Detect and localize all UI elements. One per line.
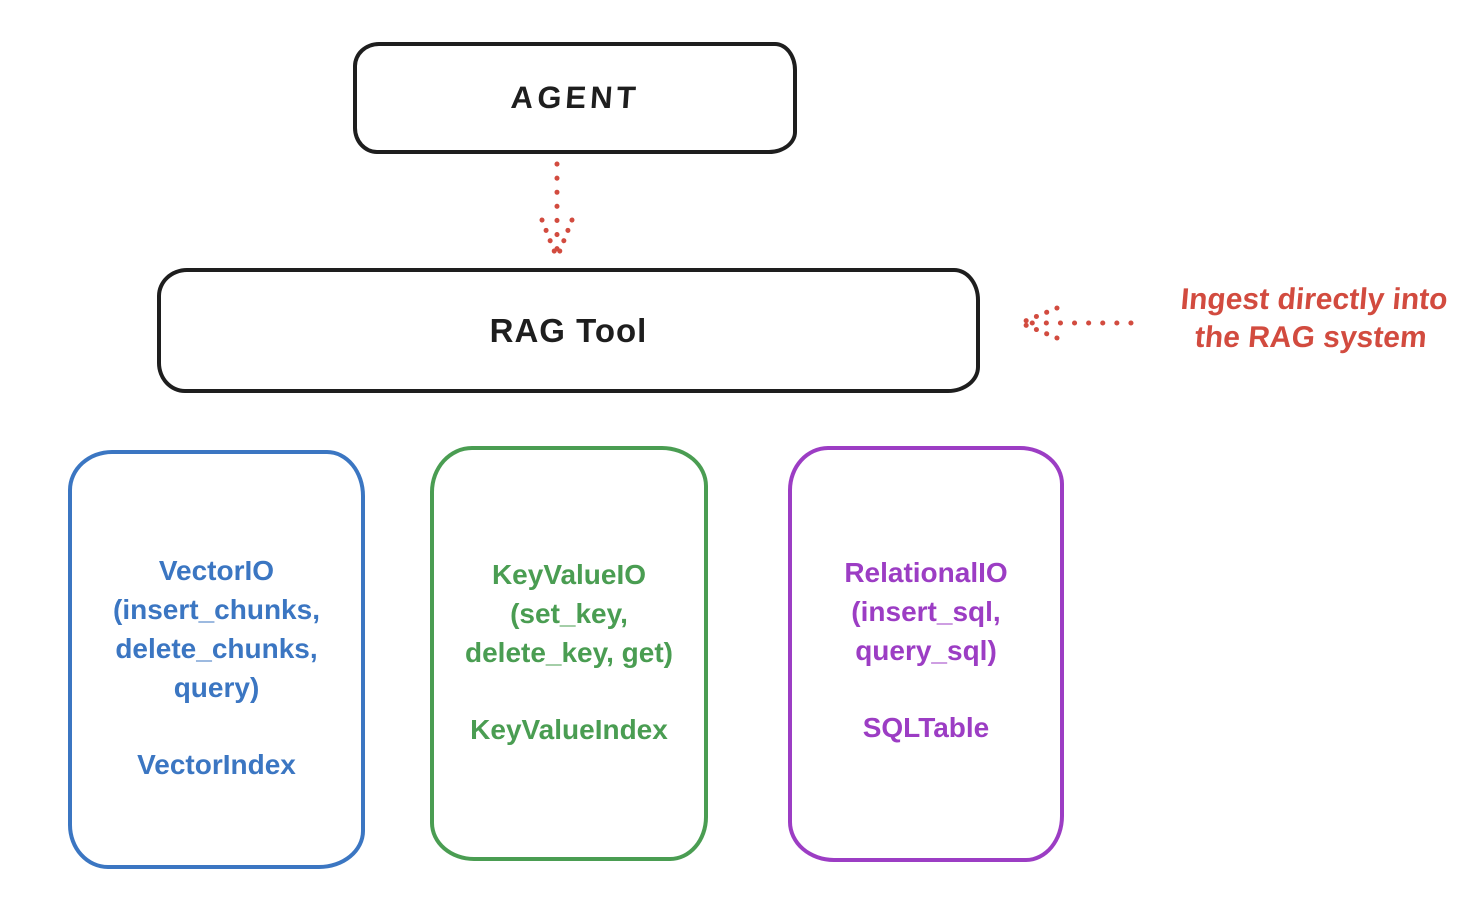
ingest-annotation: Ingest directly into the RAG system: [1137, 281, 1484, 357]
relational-io-title-line: RelationalIO: [844, 557, 1008, 588]
dotted-left-arrow-icon: [1012, 300, 1138, 346]
keyvalue-io-title-line: (set_key,: [510, 598, 628, 629]
rag-tool-box: RAG Tool: [157, 268, 980, 393]
keyvalue-io-title-line: KeyValueIO: [491, 559, 647, 590]
sql-table-label: SQLTable: [862, 712, 990, 743]
relational-io-title-line: query_sql): [855, 635, 997, 666]
vector-io-title: VectorIO (insert_chunks, delete_chunks, …: [113, 551, 320, 707]
ingest-annotation-line1: Ingest directly into: [1179, 283, 1450, 316]
dotted-down-arrow-icon: [535, 160, 579, 262]
vector-io-title-line: delete_chunks,: [115, 633, 318, 664]
agent-box: AGENT: [353, 42, 797, 154]
keyvalue-io-box: KeyValueIO (set_key, delete_key, get) Ke…: [430, 446, 708, 861]
relational-io-title: RelationalIO (insert_sql, query_sql): [844, 553, 1007, 670]
rag-tool-label: RAG Tool: [489, 311, 648, 349]
keyvalue-index-label: KeyValueIndex: [470, 714, 668, 745]
vector-io-box: VectorIO (insert_chunks, delete_chunks, …: [68, 450, 365, 869]
agent-label: AGENT: [509, 80, 641, 115]
vector-io-title-line: query): [173, 672, 260, 703]
ingest-annotation-line2: the RAG system: [1193, 321, 1429, 354]
vector-io-title-line: (insert_chunks,: [113, 594, 320, 625]
relational-io-box: RelationalIO (insert_sql, query_sql) SQL…: [788, 446, 1064, 862]
keyvalue-io-title: KeyValueIO (set_key, delete_key, get): [465, 555, 673, 672]
relational-io-title-line: (insert_sql,: [851, 596, 1001, 627]
vector-io-title-line: VectorIO: [158, 555, 275, 586]
vector-index-label: VectorIndex: [137, 749, 296, 780]
keyvalue-io-title-line: delete_key, get): [464, 637, 674, 668]
